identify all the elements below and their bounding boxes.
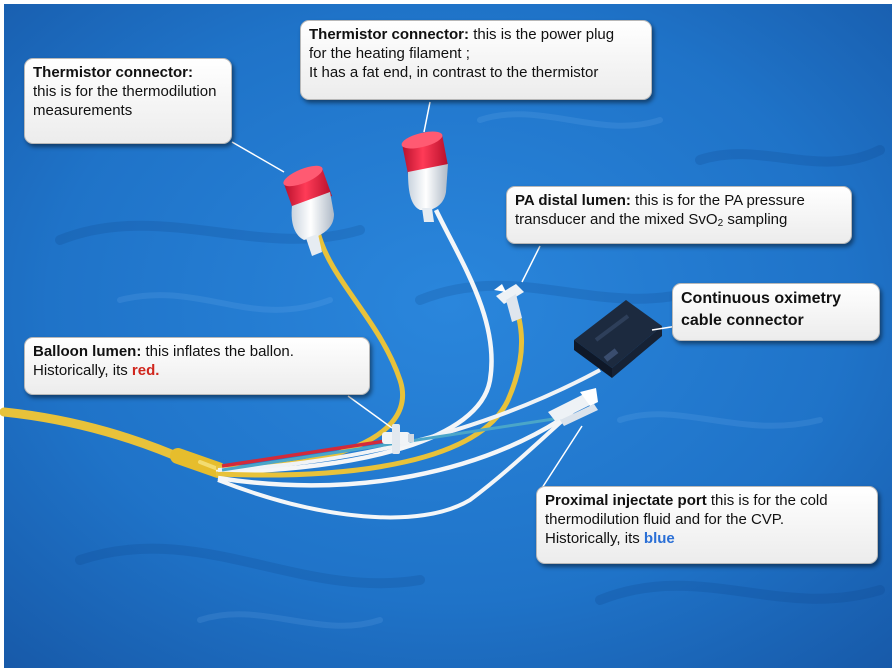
thermistor-connector-top [401, 131, 448, 222]
highlight-blue: blue [643, 530, 675, 547]
thermistor-connector-left [283, 165, 334, 256]
callout-balloon: Balloon lumen: this inflates the ballon.… [24, 337, 370, 395]
leader-lines [231, 101, 691, 489]
callout-title: Balloon lumen: [33, 343, 142, 360]
callout-title: Proximal injectate port [545, 492, 707, 509]
callout-text-line: It has a fat end, in contrast to the the… [309, 64, 599, 81]
callout-pa-distal: PA distal lumen: this is for the PA pres… [506, 186, 852, 244]
callout-text: sampling [723, 211, 788, 228]
callout-title: cable connector [681, 312, 804, 329]
callout-oximetry: Continuous oximetry cable connector [672, 283, 880, 341]
callout-text: Historically, its [33, 362, 132, 379]
balloon-stopcock [382, 424, 414, 454]
callout-text: this is for the PA pressure [630, 192, 805, 209]
callout-text: this is the power plug [469, 26, 615, 43]
callout-text-line: for the heating filament ; [309, 45, 470, 62]
callout-text: Historically, its [545, 530, 644, 547]
highlight-red: red. [131, 362, 160, 379]
callout-text: this is for the cold [706, 492, 828, 509]
callout-text: transducer and the mixed SvO [515, 211, 718, 228]
callout-text-line: thermodilution fluid and for the CVP. [545, 511, 785, 528]
proximal-injectate-luer [548, 388, 598, 426]
callout-text-line: this is for the thermodilution [33, 83, 217, 100]
subscript: 2 [717, 218, 724, 229]
callout-text-line: measurements [33, 102, 133, 119]
pa-distal-luer [494, 284, 524, 322]
callout-proximal: Proximal injectate port this is for the … [536, 486, 878, 564]
callout-text: this inflates the ballon. [141, 343, 294, 360]
callout-title: Thermistor connector: [309, 26, 470, 43]
callout-title: Continuous oximetry [681, 290, 842, 307]
callout-thermistor-left: Thermistor connector: this is for the th… [24, 58, 232, 144]
oximetry-connector [574, 300, 662, 378]
callout-title: Thermistor connector: [33, 64, 194, 81]
callout-title: PA distal lumen: [515, 192, 631, 209]
callout-thermistor-top: Thermistor connector: this is the power … [300, 20, 652, 100]
